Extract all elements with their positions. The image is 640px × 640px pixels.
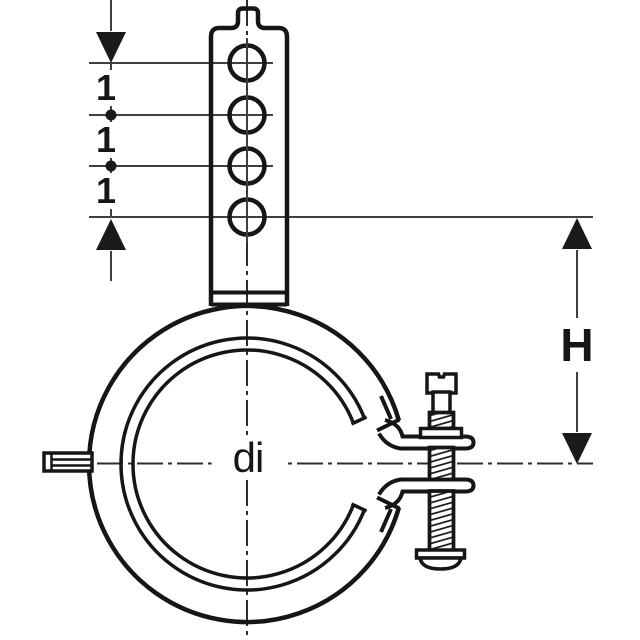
bolt-neck — [431, 390, 452, 415]
lining-inner-arc — [131, 348, 356, 580]
inner-diameter-label: di — [211, 437, 285, 479]
bolt-thread-middle-hatch — [427, 445, 456, 482]
dim-dot — [105, 160, 117, 172]
nut-dome — [417, 556, 464, 571]
height-label: H — [552, 318, 602, 372]
strap-outline — [208, 6, 290, 306]
spacing-label-3: 1 — [90, 173, 122, 209]
upper-lug — [377, 418, 476, 451]
ring-end-edge-lower — [379, 508, 393, 533]
height-arrow-down-icon — [562, 433, 592, 464]
arrow-down-icon — [96, 32, 126, 63]
lining-outer-arc — [119, 336, 367, 592]
bolt — [414, 372, 467, 571]
strap — [208, 6, 290, 307]
spacing-label-2: 1 — [90, 122, 122, 158]
arrow-up-icon — [96, 219, 126, 250]
rear-stub — [42, 451, 94, 473]
spacing-label-1: 1 — [90, 70, 122, 106]
ring-cut-ends — [376, 395, 401, 533]
ring-end-cap-lower — [376, 495, 401, 511]
clamp-lining — [119, 336, 368, 592]
lower-lug — [377, 477, 476, 510]
bolt-thread-upper-hatch — [427, 410, 456, 431]
lining-end-cap-upper — [350, 415, 368, 426]
bolt-head — [425, 372, 458, 395]
height-arrow-up-icon — [562, 218, 592, 249]
bolt-thread-lower-hatch — [427, 489, 456, 553]
center-lines — [97, 0, 593, 640]
dim-dot — [105, 109, 117, 121]
dimension-lines — [89, 0, 593, 432]
clamp-lugs — [377, 418, 476, 510]
ring-end-edge-upper — [379, 395, 393, 420]
dimension-markers — [96, 32, 592, 464]
bolt-washer — [418, 426, 464, 440]
ring-end-cap-upper — [376, 417, 401, 433]
lining-end-cap-lower — [350, 502, 368, 513]
